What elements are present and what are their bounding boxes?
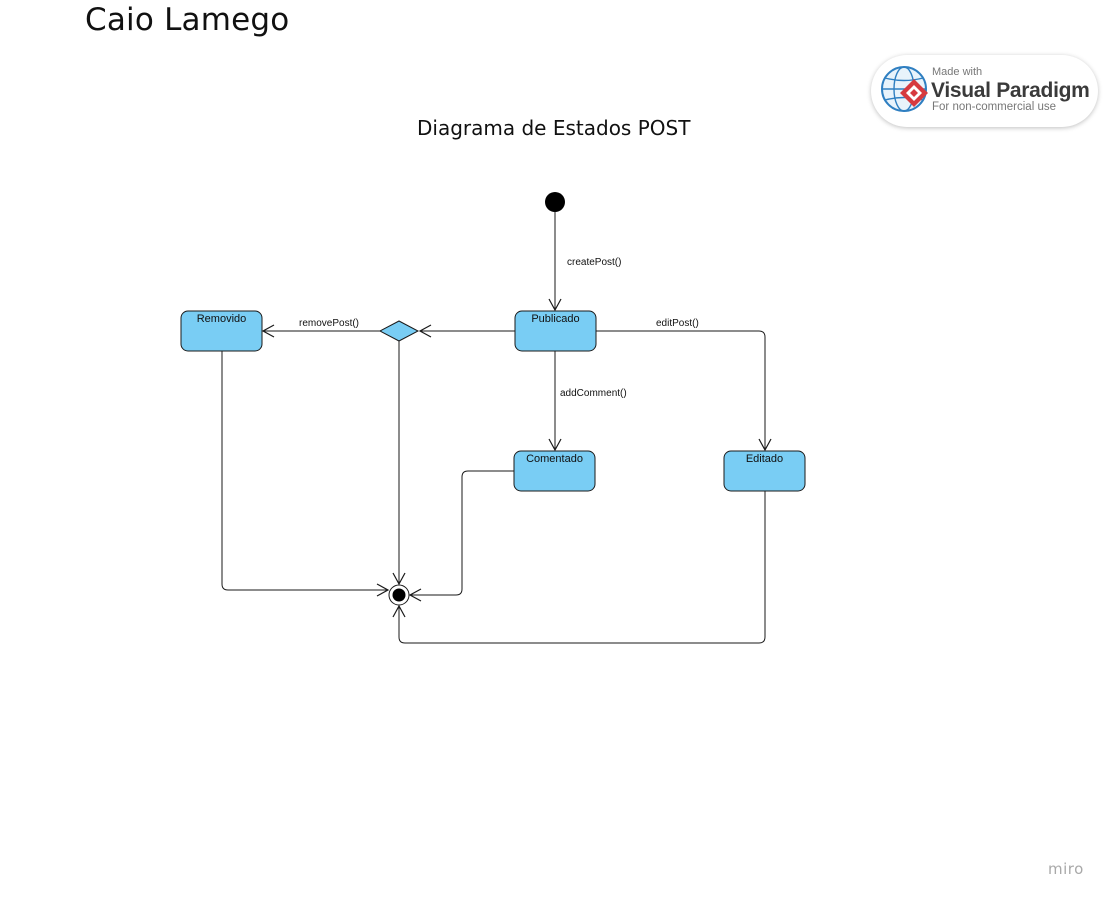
badge-product-name: Visual Paradigm bbox=[931, 79, 1090, 102]
visual-paradigm-logo-icon bbox=[881, 66, 928, 112]
transition-removido-to-final bbox=[221, 351, 390, 597]
author-name: Caio Lamego bbox=[85, 2, 290, 38]
state-editado[interactable]: Editado bbox=[723, 450, 806, 492]
visual-paradigm-badge[interactable]: Made with Visual Paradigm For non-commer… bbox=[871, 55, 1098, 127]
state-label: Removido bbox=[197, 313, 247, 325]
diagram-title: Diagrama de Estados POST bbox=[417, 116, 691, 140]
state-publicado[interactable]: Publicado bbox=[514, 310, 597, 352]
transition-edit-post bbox=[596, 330, 772, 452]
transition-comentado-to-final bbox=[408, 470, 514, 602]
badge-made-with: Made with bbox=[932, 66, 983, 78]
transition-editado-to-final bbox=[392, 491, 766, 644]
state-label: Comentado bbox=[526, 453, 583, 465]
decision-node bbox=[378, 320, 420, 342]
state-removido[interactable]: Removido bbox=[180, 310, 263, 352]
label-add-comment: addComment() bbox=[560, 388, 627, 399]
state-label: Editado bbox=[746, 453, 783, 465]
label-edit-post: editPost() bbox=[656, 318, 699, 329]
badge-usage-note: For non-commercial use bbox=[932, 101, 1056, 113]
miro-watermark: miro bbox=[1048, 860, 1084, 878]
label-remove-post: removePost() bbox=[299, 318, 359, 329]
state-comentado[interactable]: Comentado bbox=[513, 450, 596, 492]
final-state-node bbox=[388, 584, 410, 606]
label-create-post: createPost() bbox=[567, 257, 621, 268]
initial-state-node bbox=[545, 192, 565, 212]
state-label: Publicado bbox=[531, 313, 579, 325]
